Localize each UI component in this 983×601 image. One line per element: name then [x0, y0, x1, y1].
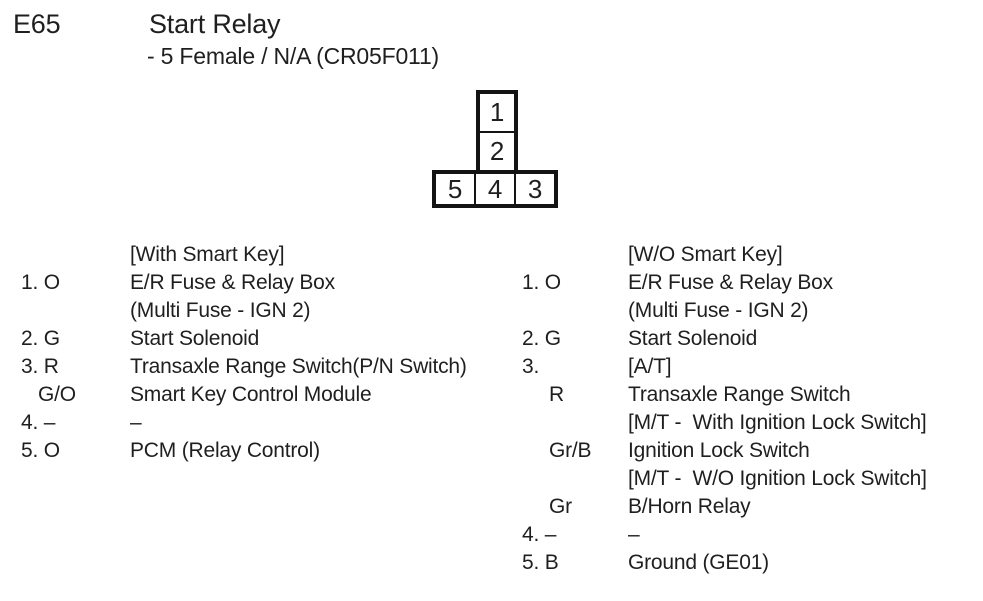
pin-label: 2. G [522, 327, 561, 350]
pin-cell-3: 3 [514, 174, 554, 204]
circuit-description: Transaxle Range Switch [628, 383, 851, 406]
circuit-description: [M/T - W/O Ignition Lock Switch] [628, 467, 927, 490]
circuit-description: (Multi Fuse - IGN 2) [130, 299, 311, 322]
pin-row: 5. B Ground (GE01) [522, 549, 927, 577]
pin-row: G/O Smart Key Control Module [21, 381, 467, 409]
variant-header: [With Smart Key] [130, 243, 285, 266]
pin-label: 1. O [522, 271, 561, 294]
pin-row: 2. G Start Solenoid [21, 325, 467, 353]
pin-label: 2. G [21, 327, 60, 350]
pin-row: Gr B/Horn Relay [522, 493, 927, 521]
pin-label: 5. B [522, 551, 559, 574]
circuit-description: Ignition Lock Switch [628, 439, 810, 462]
circuit-description: (Multi Fuse - IGN 2) [628, 299, 809, 322]
pin-row: Gr/B Ignition Lock Switch [522, 437, 927, 465]
pin-label: 3. R [21, 355, 59, 378]
pin-row: [M/T - With Ignition Lock Switch] [522, 409, 927, 437]
pinout-column-wo-smart-key: [W/O Smart Key] 1. O E/R Fuse & Relay Bo… [522, 241, 927, 577]
variant-header: [W/O Smart Key] [628, 243, 783, 266]
variant-header-row: [W/O Smart Key] [522, 241, 927, 269]
circuit-description: [M/T - With Ignition Lock Switch] [628, 411, 927, 434]
circuit-description: Start Solenoid [130, 327, 260, 350]
pin-cell-1: 1 [489, 97, 505, 127]
pin-label: 4. – [522, 523, 557, 546]
wire-color-label: Gr/B [549, 439, 592, 462]
pin-cell-2: 2 [480, 131, 514, 170]
pin-row: 4. – – [522, 521, 927, 549]
connector-top-column: 1 2 [476, 90, 518, 170]
pin-row: 1. O E/R Fuse & Relay Box [522, 269, 927, 297]
pin-label: 1. O [21, 271, 60, 294]
pin-label: 4. – [21, 411, 56, 434]
circuit-description: Smart Key Control Module [130, 383, 372, 406]
variant-header-row: [With Smart Key] [21, 241, 467, 269]
wire-color-label: G/O [38, 383, 76, 406]
circuit-description: E/R Fuse & Relay Box [628, 271, 833, 294]
pin-row: (Multi Fuse - IGN 2) [21, 297, 467, 325]
connector-id: E65 [13, 9, 61, 39]
pin-row: 4. – – [21, 409, 467, 437]
circuit-description: Ground (GE01) [628, 551, 769, 574]
page-title: Start Relay [149, 9, 281, 39]
circuit-description: B/Horn Relay [628, 495, 751, 518]
pin-row: 3. R Transaxle Range Switch(P/N Switch) [21, 353, 467, 381]
wire-color-label: Gr [549, 495, 572, 518]
pin-label: 5. O [21, 439, 60, 462]
pin-row: R Transaxle Range Switch [522, 381, 927, 409]
pin-row: (Multi Fuse - IGN 2) [522, 297, 927, 325]
wire-color-label: R [549, 383, 564, 406]
pinout-column-with-smart-key: [With Smart Key] 1. O E/R Fuse & Relay B… [21, 241, 467, 465]
pin-row: 5. O PCM (Relay Control) [21, 437, 467, 465]
circuit-description: E/R Fuse & Relay Box [130, 271, 335, 294]
circuit-description: – [628, 523, 640, 546]
connector-bottom-row: 5 4 3 [432, 170, 558, 208]
circuit-description: – [130, 411, 142, 434]
connector-spec: - 5 Female / N/A (CR05F011) [147, 43, 439, 69]
pin-cell-5: 5 [447, 173, 463, 204]
circuit-description: PCM (Relay Control) [130, 439, 320, 462]
pin-row: [M/T - W/O Ignition Lock Switch] [522, 465, 927, 493]
circuit-description: Transaxle Range Switch(P/N Switch) [130, 355, 467, 378]
pin-row: 1. O E/R Fuse & Relay Box [21, 269, 467, 297]
pin-row: 2. G Start Solenoid [522, 325, 927, 353]
pin-cell-4: 4 [474, 174, 514, 204]
circuit-description: Start Solenoid [628, 327, 758, 350]
circuit-description: [A/T] [628, 355, 672, 378]
pin-label: 3. [522, 355, 540, 378]
pin-row: 3. [A/T] [522, 353, 927, 381]
